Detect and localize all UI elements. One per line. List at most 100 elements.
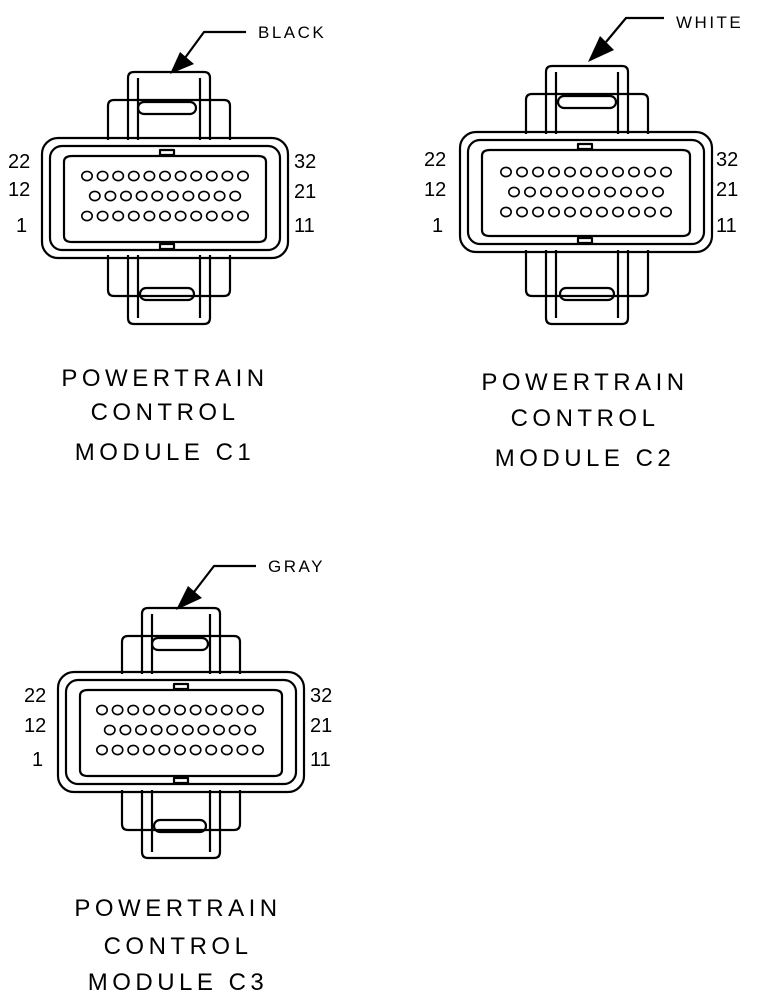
pin-cavity [595,166,608,178]
pin-cavity [571,186,584,198]
pin-cavity [563,206,576,218]
pin-cavity [119,724,132,736]
pin-cavity [135,190,148,202]
connector-c1-body [40,70,290,326]
right-pin-label: 32 [716,149,738,171]
pin-cavity [143,170,156,182]
pin-cavity [120,190,133,202]
pin-cavity [205,170,218,182]
pin-cavity [603,186,616,198]
pin-cavity [205,704,218,716]
pin-cavity [166,724,179,736]
pin-cavity [96,744,109,756]
left-pin-label: 22 [8,151,30,173]
pin-cavity [159,210,172,222]
pin-cavity [111,704,124,716]
pin-cavity [127,170,140,182]
right-pin-label: 21 [294,181,316,203]
title-line: CONTROL [104,933,253,960]
pin-cavity [515,166,528,178]
pin-cavity [142,744,155,756]
title-line: POWERTRAIN [74,895,281,922]
pin-cavity [166,190,179,202]
pin-cavity [651,186,664,198]
pin-cavity [252,744,265,756]
pin-cavity [252,704,265,716]
left-pin-label: 1 [32,749,43,771]
pin-cavity [563,166,576,178]
connector-c3-pin-labels: 22 12 1 32 21 11 [24,685,332,771]
pin-cavity [190,210,203,222]
pin-cavity [523,186,536,198]
left-pin-label: 12 [24,715,46,737]
pin-cavity [111,744,124,756]
pin-cavity [205,744,218,756]
pin-cavity [499,206,512,218]
pin-cavity [579,166,592,178]
pin-cavity [499,166,512,178]
connector-c1: BLACK 22 12 1 32 21 11 [8,23,326,466]
connector-c2-title: POWERTRAIN CONTROL MODULE C2 [481,369,688,472]
pin-cavity [189,744,202,756]
pin-cavity [244,724,257,736]
pin-cavity [181,724,194,736]
pin-cavity [213,190,226,202]
pin-cavity [221,170,234,182]
pin-cavity [151,190,164,202]
pin-cavity [531,166,544,178]
pin-cavity [112,170,125,182]
right-pin-label: 21 [716,179,738,201]
pin-cavity [229,190,242,202]
pin-cavity [547,166,560,178]
wire-color-label: GRAY [268,557,325,576]
pin-cavity [643,206,656,218]
pin-cavity [539,186,552,198]
callout-arrow-icon [176,586,202,610]
pin-cavity [643,166,656,178]
connector-c1-callout: BLACK [170,23,326,74]
pin-cavity [236,744,249,756]
connector-c1-title: POWERTRAIN CONTROL MODULE C1 [61,365,264,466]
pin-cavity [627,206,640,218]
pin-cavity [198,190,211,202]
connector-c3-body [56,606,306,860]
title-line: CONTROL [511,405,660,432]
left-pin-label: 1 [432,215,443,237]
pin-cavity [88,190,101,202]
pin-cavity [174,704,187,716]
pin-cavity [635,186,648,198]
pin-cavity [555,186,568,198]
title-line: MODULE C3 [88,969,269,996]
pin-cavity [213,724,226,736]
pin-cavity [158,744,171,756]
title-line: CONTROL [91,399,240,426]
pin-cavity [127,704,140,716]
pin-cavity [547,206,560,218]
pin-cavity [103,724,116,736]
connector-c1-pins [81,170,250,222]
right-pin-label: 11 [716,215,737,237]
pin-cavity [205,210,218,222]
right-pin-label: 32 [294,151,316,173]
connector-c1-pin-labels: 22 12 1 32 21 11 [8,151,316,237]
left-pin-label: 22 [24,685,46,707]
right-pin-label: 21 [310,715,332,737]
pin-cavity [174,210,187,222]
pin-cavity [237,210,250,222]
pin-cavity [182,190,195,202]
pin-cavity [197,724,210,736]
wire-color-label: BLACK [258,23,326,42]
title-line: POWERTRAIN [481,369,688,396]
right-pin-label: 11 [294,215,315,237]
pin-cavity [104,190,117,202]
pin-cavity [659,166,672,178]
pin-cavity [189,704,202,716]
pin-cavity [96,170,109,182]
pin-cavity [531,206,544,218]
left-pin-label: 12 [424,179,446,201]
callout-arrow-icon [170,52,194,74]
pin-cavity [96,704,109,716]
pin-cavity [237,170,250,182]
pin-cavity [127,744,140,756]
